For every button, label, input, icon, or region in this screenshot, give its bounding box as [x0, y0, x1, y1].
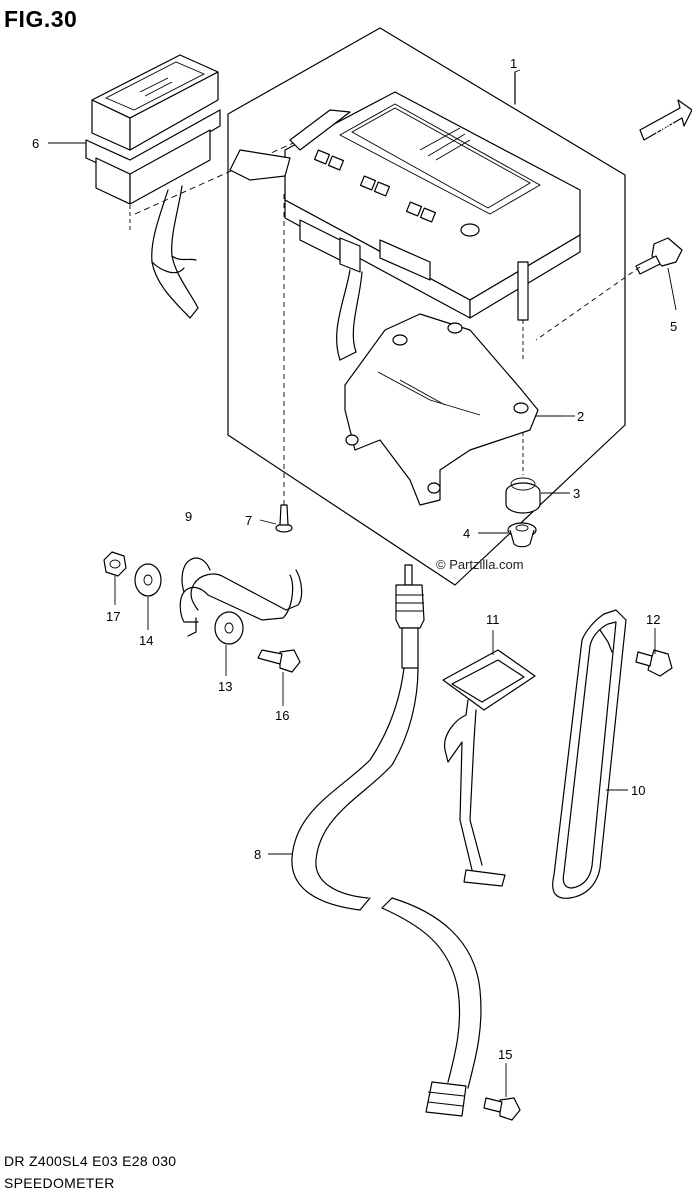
- watermark: © Partzilla.com: [436, 557, 524, 572]
- part-13-washer[interactable]: [214, 611, 244, 645]
- callout-5: 5: [670, 319, 677, 334]
- callout-1: 1: [510, 56, 517, 71]
- part-14-washer[interactable]: [134, 563, 162, 597]
- part-5-screw[interactable]: [535, 237, 683, 341]
- callout-10: 10: [631, 783, 645, 798]
- callout-15: 15: [498, 1047, 512, 1062]
- part-16-screw[interactable]: [257, 649, 301, 673]
- fwd-arrow-icon: [639, 99, 692, 141]
- part-1-speedometer-assembly[interactable]: [229, 91, 581, 361]
- callout-9: 9: [185, 509, 192, 524]
- callout-13: 13: [218, 679, 232, 694]
- part-15-screw[interactable]: [483, 1097, 521, 1121]
- part-12-screw[interactable]: [635, 649, 673, 677]
- callout-labels: 1 2 3 4 5 6 7 8 9 10 11 12 13 14 15 16 1…: [32, 56, 677, 1062]
- callout-6: 6: [32, 136, 39, 151]
- part-9-wire-clip[interactable]: [179, 557, 303, 637]
- callout-7: 7: [245, 513, 252, 528]
- figure-name: SPEEDOMETER: [4, 1175, 115, 1191]
- part-11-stay[interactable]: [442, 649, 536, 887]
- figure-code: DR Z400SL4 E03 E28 030: [4, 1153, 177, 1169]
- part-8-speedometer-cable[interactable]: [291, 564, 482, 1117]
- part-6-display-unit[interactable]: [85, 54, 301, 319]
- part-17-nut[interactable]: [103, 551, 127, 577]
- callout-14: 14: [139, 633, 153, 648]
- figure-title: FIG.30: [4, 6, 78, 32]
- callout-12: 12: [646, 612, 660, 627]
- part-7-screw[interactable]: [275, 190, 293, 533]
- part-2-bracket[interactable]: [344, 313, 565, 506]
- callout-4: 4: [463, 526, 470, 541]
- assembly-outline: [227, 27, 626, 586]
- callout-8: 8: [254, 847, 261, 862]
- callout-16: 16: [275, 708, 289, 723]
- part-10-band[interactable]: [552, 609, 627, 899]
- part-3-grommet[interactable]: [505, 432, 541, 514]
- leader-lines: [48, 69, 677, 1097]
- callout-2: 2: [577, 409, 584, 424]
- callout-17: 17: [106, 609, 120, 624]
- callout-3: 3: [573, 486, 580, 501]
- callout-11: 11: [486, 612, 500, 627]
- part-4-collar[interactable]: [507, 522, 537, 548]
